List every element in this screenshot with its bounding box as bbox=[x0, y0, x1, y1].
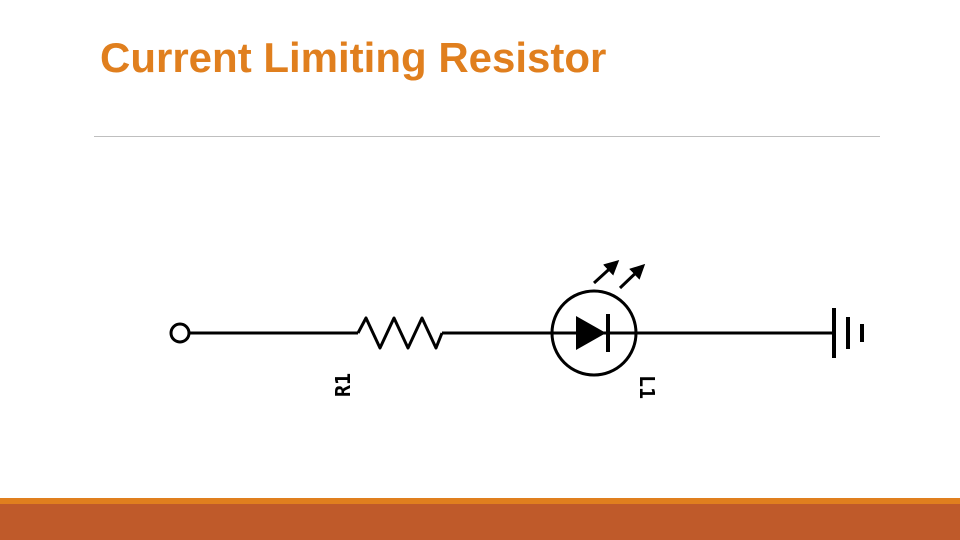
footer-bar bbox=[0, 504, 960, 540]
led-diode-triangle bbox=[576, 316, 606, 350]
footer-accent-strip bbox=[0, 498, 960, 504]
light-arrow-icon bbox=[618, 263, 646, 290]
light-arrow-icon bbox=[592, 259, 620, 285]
led-label: L1 bbox=[635, 375, 659, 399]
ground-icon bbox=[832, 308, 864, 358]
title-divider bbox=[94, 136, 880, 137]
input-terminal bbox=[169, 322, 191, 344]
resistor-label: R1 bbox=[331, 373, 355, 397]
slide-title: Current Limiting Resistor bbox=[100, 34, 607, 81]
resistor-r1 bbox=[356, 316, 444, 350]
